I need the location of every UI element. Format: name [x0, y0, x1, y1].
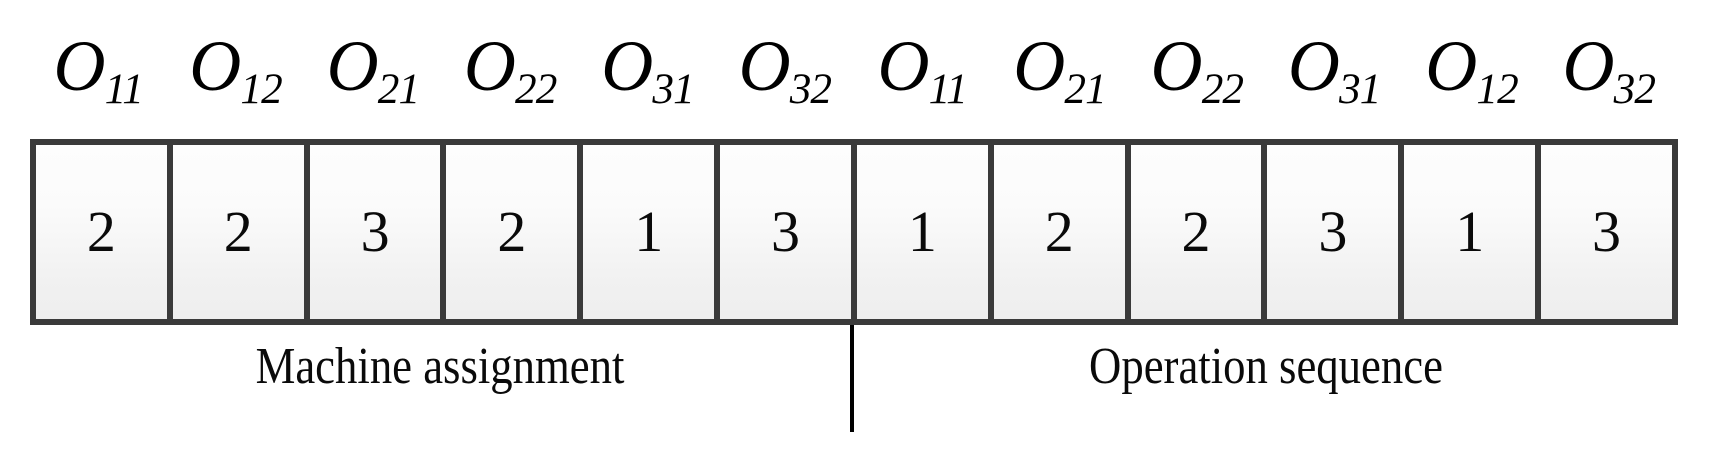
operation-label-3: O22 — [442, 18, 579, 130]
operation-label-base: O — [326, 26, 379, 106]
operation-label-text: O11 — [54, 18, 144, 111]
operation-label-text: O22 — [1151, 18, 1244, 111]
gene-value: 2 — [1044, 199, 1074, 264]
gene-value: 2 — [223, 199, 253, 264]
operation-label-subscript: 32 — [789, 65, 832, 113]
operation-label-base: O — [601, 26, 654, 106]
operation-label-9: O31 — [1266, 18, 1403, 130]
operation-label-subscript: 22 — [1201, 65, 1244, 113]
gene-value: 3 — [360, 199, 390, 264]
gene-cell-9: 3 — [1267, 145, 1405, 319]
gene-value: 1 — [907, 199, 937, 264]
operation-label-2: O21 — [305, 18, 442, 130]
gene-value: 2 — [1181, 199, 1211, 264]
gene-cell-5: 3 — [720, 145, 857, 319]
gene-value: 1 — [1455, 199, 1485, 264]
operation-label-subscript: 12 — [1476, 65, 1518, 113]
operation-label-text: O21 — [1013, 18, 1106, 111]
gene-cell-0: 2 — [36, 145, 173, 319]
operation-label-row: O11 O12 O21 O22 O31 O32 O11 O21 O22 O31 — [30, 18, 1678, 130]
operation-label-base: O — [189, 26, 242, 106]
operation-label-8: O22 — [1129, 18, 1266, 130]
segment-divider-line — [850, 325, 854, 432]
gene-cell-2: 3 — [309, 145, 447, 319]
operation-label-text: O31 — [601, 18, 694, 111]
operation-label-text: O11 — [878, 18, 968, 111]
operation-label-0: O11 — [30, 18, 167, 130]
operation-label-text: O22 — [464, 18, 557, 111]
operation-label-7: O21 — [991, 18, 1128, 130]
gene-value: 3 — [1592, 199, 1622, 264]
operation-label-base: O — [877, 26, 930, 106]
operation-label-text: O12 — [1425, 18, 1518, 111]
operation-label-4: O31 — [579, 18, 716, 130]
gene-value: 1 — [634, 199, 664, 264]
operation-label-base: O — [738, 26, 791, 106]
operation-label-text: O21 — [327, 18, 420, 111]
operation-label-subscript: 21 — [377, 65, 420, 113]
caption-machine-assignment: Machine assignment — [255, 337, 625, 395]
chromosome-bar: 2 2 3 2 1 3 1 2 2 3 1 3 — [30, 139, 1678, 325]
operation-label-subscript: 11 — [928, 65, 968, 113]
operation-label-base: O — [463, 26, 516, 106]
operation-label-subscript: 11 — [104, 65, 144, 113]
operation-label-subscript: 21 — [1064, 65, 1106, 113]
operation-label-text: O12 — [189, 18, 282, 111]
operation-label-subscript: 22 — [515, 65, 557, 113]
operation-label-6: O11 — [854, 18, 991, 130]
operation-label-subscript: 32 — [1613, 65, 1656, 113]
operation-label-base: O — [1287, 26, 1340, 106]
operation-label-base: O — [1013, 26, 1066, 106]
operation-label-subscript: 31 — [652, 65, 694, 113]
operation-label-base: O — [1562, 26, 1615, 106]
gene-value: 3 — [771, 199, 801, 264]
gene-cell-1: 2 — [172, 145, 310, 319]
gene-value: 3 — [1318, 199, 1348, 264]
operation-label-5: O32 — [717, 18, 854, 130]
gene-cell-4: 1 — [583, 145, 721, 319]
gene-cell-6: 1 — [856, 145, 994, 319]
operation-label-base: O — [53, 26, 106, 106]
operation-label-text: O32 — [739, 18, 832, 111]
caption-operation-sequence: Operation sequence — [1089, 337, 1443, 395]
operation-label-text: O31 — [1288, 18, 1381, 111]
operation-label-11: O32 — [1541, 18, 1678, 130]
gene-cell-3: 2 — [446, 145, 584, 319]
operation-label-subscript: 31 — [1339, 65, 1381, 113]
operation-label-base: O — [1150, 26, 1203, 106]
gene-cell-10: 1 — [1404, 145, 1542, 319]
operation-label-text: O32 — [1563, 18, 1656, 111]
operation-label-10: O12 — [1403, 18, 1540, 130]
gene-value: 2 — [497, 199, 527, 264]
gene-cell-7: 2 — [993, 145, 1131, 319]
operation-label-1: O12 — [167, 18, 304, 130]
operation-label-subscript: 12 — [240, 65, 282, 113]
gene-value: 2 — [86, 199, 116, 264]
gene-cell-8: 2 — [1130, 145, 1268, 319]
operation-label-base: O — [1425, 26, 1478, 106]
gene-cell-11: 3 — [1541, 145, 1672, 319]
